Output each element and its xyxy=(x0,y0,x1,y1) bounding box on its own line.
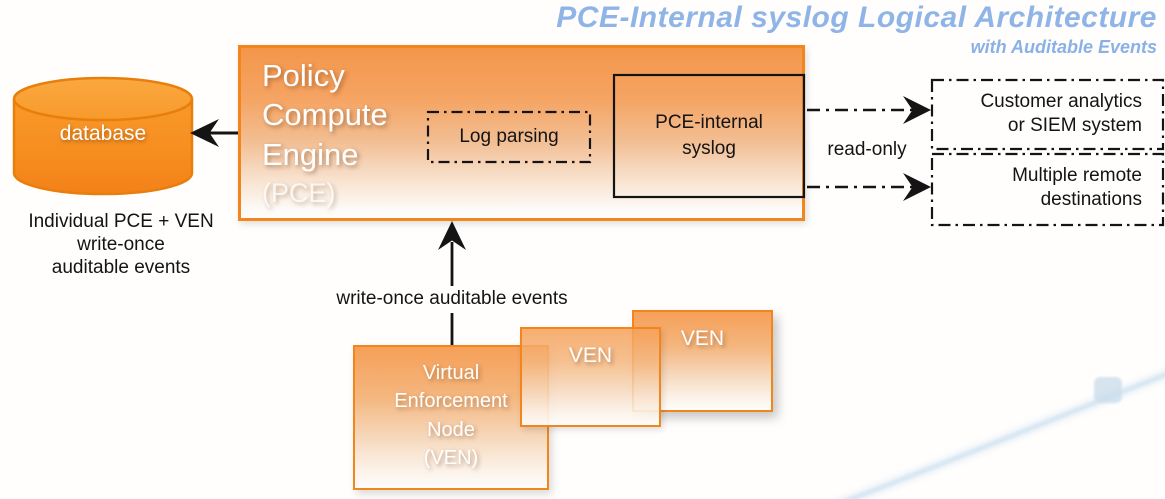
arrow-ven-to-pce xyxy=(438,221,466,346)
customer-analytics-label: Customer analytics or SIEM system xyxy=(980,91,1142,136)
ven-front-label: Virtual Enforcement Node (VEN) xyxy=(394,362,508,470)
write-once-label: write-once auditable events xyxy=(336,288,568,309)
read-only-label: read-only xyxy=(827,139,907,160)
ven-right-label: VEN xyxy=(680,327,725,350)
database-cylinder-body xyxy=(12,99,194,196)
pce-internal-syslog-label: PCE-internal syslog xyxy=(655,112,763,159)
ven-box-front: Virtual Enforcement Node (VEN) xyxy=(353,345,549,490)
decorative-arc-glow xyxy=(836,369,1165,499)
database-cylinder-top xyxy=(12,76,194,122)
decorative-arc xyxy=(844,372,1165,499)
database-label: database xyxy=(59,122,147,145)
diagram-subtitle: with Auditable Events xyxy=(970,37,1157,57)
ven-middle-label: VEN xyxy=(568,344,613,367)
diagram-title: PCE-Internal syslog Logical Architecture xyxy=(556,1,1157,34)
arrow-syslog-to-remote xyxy=(807,173,931,201)
ven-box-middle: VEN xyxy=(520,327,661,427)
database-caption: Individual PCE + VEN write-once auditabl… xyxy=(28,211,214,279)
arrow-syslog-to-customer xyxy=(807,96,931,124)
database-cylinder xyxy=(12,76,194,196)
remote-destinations-label: Multiple remote destinations xyxy=(1012,165,1142,210)
log-parsing-label: Log parsing xyxy=(459,126,559,147)
pce-abbr: (PCE) xyxy=(262,178,336,208)
decorative-node xyxy=(1094,377,1122,403)
arrow-pce-to-database xyxy=(190,119,238,147)
pce-title: Policy Compute Engine xyxy=(262,58,388,172)
